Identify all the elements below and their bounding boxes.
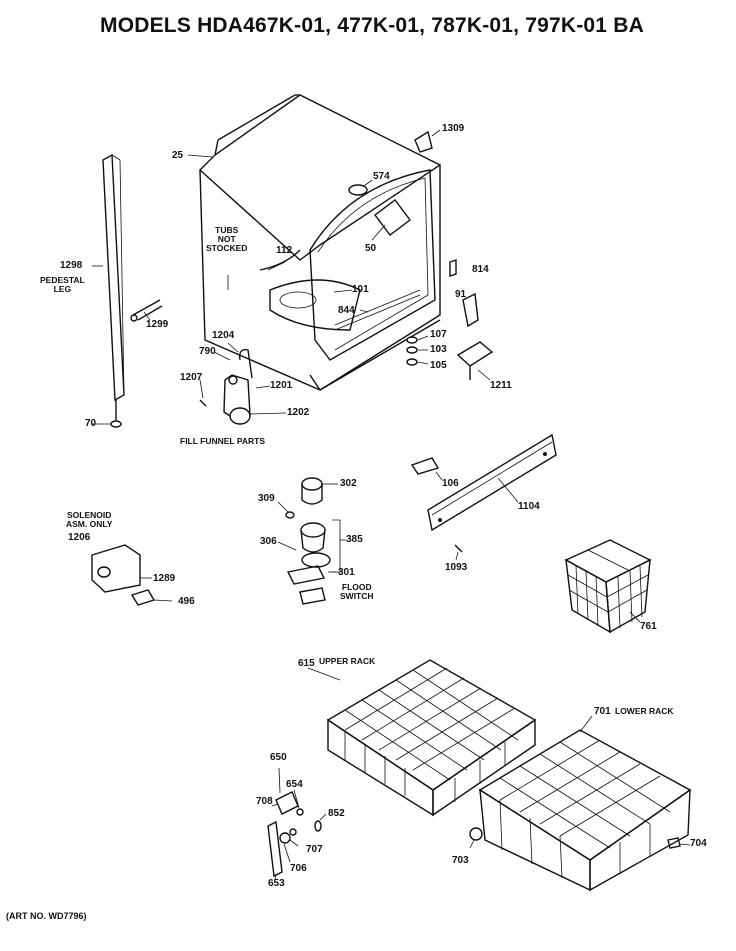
caption-pedestal-line-1: PEDESTAL bbox=[40, 275, 85, 285]
part-label-107: 107 bbox=[430, 329, 447, 340]
caption-flood-line-1: FLOOD bbox=[341, 582, 372, 592]
pump-drawing bbox=[285, 477, 341, 605]
caption-pedestal-leg: PEDESTAL LEG bbox=[40, 276, 85, 294]
part-label-496: 496 bbox=[178, 596, 195, 607]
caption-solenoid-line-1: SOLENOID bbox=[67, 510, 112, 520]
caption-flood-switch: FLOOD SWITCH bbox=[340, 583, 374, 601]
rail-drawing bbox=[410, 433, 557, 553]
part-label-701: 701 bbox=[594, 706, 611, 717]
solenoid-drawing bbox=[91, 544, 156, 606]
bracket-1309-drawing bbox=[414, 130, 433, 153]
part-label-1206: 1206 bbox=[68, 532, 91, 543]
part-label-574: 574 bbox=[373, 171, 390, 182]
part-label-852: 852 bbox=[328, 808, 345, 819]
caption-tubs-line-1: TUBS bbox=[215, 225, 239, 235]
part-label-50: 50 bbox=[365, 243, 377, 254]
part-label-105: 105 bbox=[430, 360, 447, 371]
part-label-302: 302 bbox=[340, 478, 357, 489]
diagram-title: MODELS HDA467K-01, 477K-01, 787K-01, 797… bbox=[100, 14, 644, 37]
part-label-650: 650 bbox=[270, 752, 287, 763]
basket-drawing bbox=[564, 539, 652, 634]
part-label-101: 101 bbox=[352, 284, 369, 295]
caption-solenoid-line-2: ASM. ONLY bbox=[66, 519, 113, 529]
part-label-25: 25 bbox=[172, 150, 184, 161]
part-label-814: 814 bbox=[472, 264, 489, 275]
part-label-1093: 1093 bbox=[445, 562, 468, 573]
part-label-106: 106 bbox=[442, 478, 459, 489]
part-label-1207: 1207 bbox=[180, 372, 203, 383]
part-label-385: 385 bbox=[346, 534, 363, 545]
part-label-706: 706 bbox=[290, 863, 307, 874]
upper-rack-drawing bbox=[326, 659, 537, 817]
caption-solenoid: SOLENOID ASM. ONLY bbox=[66, 511, 112, 529]
part-label-306: 306 bbox=[260, 536, 277, 547]
caption-tubs-not-stocked: TUBS NOT STOCKED bbox=[206, 226, 247, 253]
part-label-844: 844 bbox=[338, 305, 355, 316]
art-number: (ART NO. WD7796) bbox=[6, 911, 87, 921]
part-label-707: 707 bbox=[306, 844, 323, 855]
part-label-91: 91 bbox=[455, 289, 467, 300]
part-label-1201: 1201 bbox=[270, 380, 293, 391]
part-label-1309: 1309 bbox=[442, 123, 465, 134]
caption-flood-line-2: SWITCH bbox=[340, 591, 374, 601]
caption-fill-funnel-parts: FILL FUNNEL PARTS bbox=[180, 436, 265, 446]
part-label-70: 70 bbox=[85, 418, 97, 429]
fill-funnel-drawing bbox=[199, 349, 253, 425]
part-label-301: 301 bbox=[338, 567, 355, 578]
right-small-parts-drawing bbox=[406, 259, 494, 380]
caption-upper-rack: UPPER RACK bbox=[319, 656, 376, 666]
part-label-1298: 1298 bbox=[60, 260, 83, 271]
lower-rack-drawing bbox=[469, 729, 692, 892]
leader-lines bbox=[92, 129, 691, 881]
part-label-654: 654 bbox=[286, 779, 303, 790]
part-label-703: 703 bbox=[452, 855, 469, 866]
part-label-790: 790 bbox=[199, 346, 216, 357]
part-label-112: 112 bbox=[276, 245, 293, 256]
part-label-1289: 1289 bbox=[153, 573, 176, 584]
rack-roller-drawing bbox=[267, 791, 322, 878]
tub-drawing bbox=[198, 94, 442, 391]
caption-lower-rack: LOWER RACK bbox=[615, 706, 674, 716]
part-label-309: 309 bbox=[258, 493, 275, 504]
part-label-615: 615 bbox=[298, 658, 315, 669]
caption-tubs-line-2: NOT bbox=[217, 234, 236, 244]
part-label-1299: 1299 bbox=[146, 319, 169, 330]
caption-pedestal-line-2: LEG bbox=[53, 284, 72, 294]
part-label-103: 103 bbox=[430, 344, 447, 355]
part-label-1202: 1202 bbox=[287, 407, 310, 418]
part-label-1204: 1204 bbox=[212, 330, 235, 341]
part-label-704: 704 bbox=[690, 838, 707, 849]
part-label-761: 761 bbox=[640, 621, 657, 632]
part-label-708: 708 bbox=[256, 796, 273, 807]
part-label-1104: 1104 bbox=[518, 501, 540, 512]
part-label-653: 653 bbox=[268, 878, 285, 889]
part-label-1211: 1211 bbox=[490, 380, 512, 391]
caption-tubs-line-3: STOCKED bbox=[206, 243, 248, 253]
pedestal-leg-drawing bbox=[102, 153, 163, 428]
